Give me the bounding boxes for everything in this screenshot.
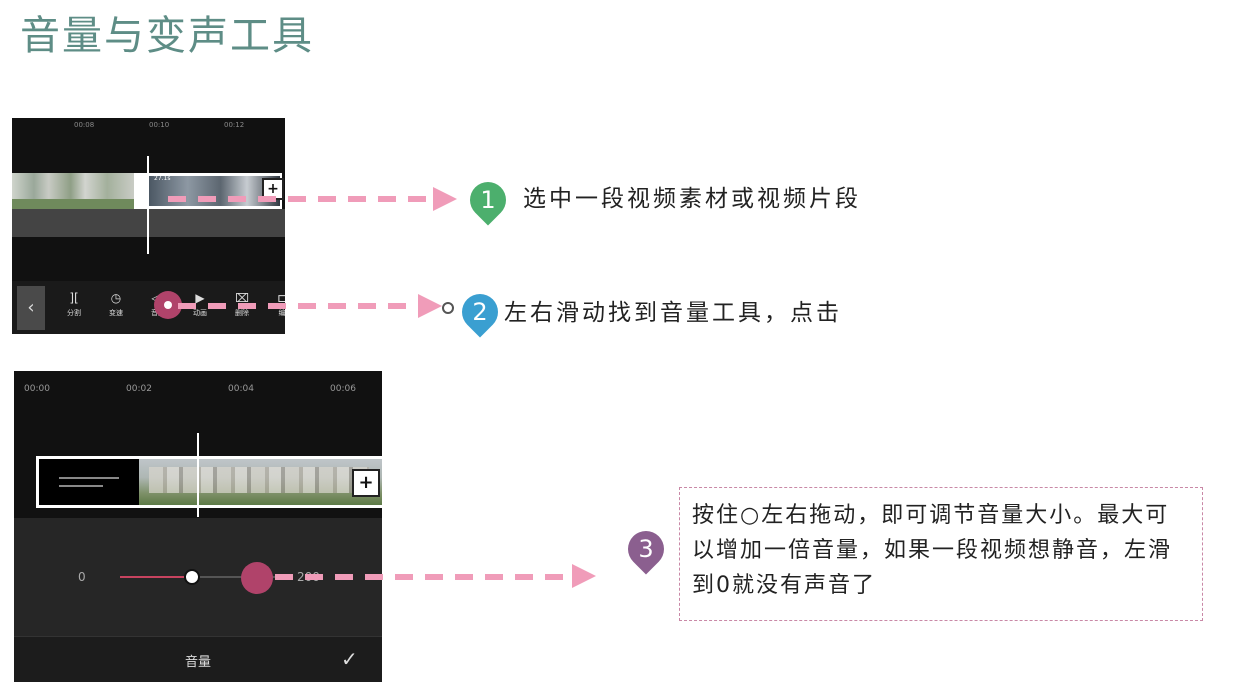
tool-label: 删除 (235, 309, 249, 317)
arrow-head-icon (418, 294, 442, 318)
page-title: 音量与变声工具 (20, 13, 314, 59)
ruler-tick: 00:04 (228, 384, 254, 394)
arrow-step3 (275, 574, 575, 580)
arrow-head-icon (433, 187, 457, 211)
step3-tip-box: 按住○左右拖动，即可调节音量大小。最大可以增加一倍音量，如果一段视频想静音，左滑… (679, 487, 1203, 621)
slider-min-label: 0 (78, 570, 86, 584)
confirm-check-icon[interactable]: ✓ (341, 647, 358, 671)
step1-number: 1 (480, 186, 496, 214)
tool-animation[interactable]: ▶ 动画 (185, 290, 215, 318)
title-card-thumbnail (39, 459, 139, 505)
arrow-head-icon (572, 564, 596, 588)
video-clip-thumbnails[interactable] (12, 173, 134, 209)
ruler-tick: 00:02 (126, 384, 152, 394)
ruler-tick: 00:10 (149, 121, 170, 129)
delete-icon: ⌧ (235, 291, 249, 305)
speed-icon: ◷ (110, 291, 122, 305)
volume-slider-fill (120, 576, 192, 578)
edit-icon: ⊏ (276, 291, 285, 305)
selected-video-clip[interactable]: 27.1s (134, 173, 282, 209)
arrow-step1 (168, 196, 438, 202)
small-circle-icon (442, 302, 454, 314)
tool-split[interactable]: ][ 分割 (59, 290, 89, 318)
arrow-step2 (178, 303, 422, 309)
time-ruler: 00:00 00:02 00:04 00:06 (14, 371, 382, 401)
back-button[interactable]: ‹ (17, 286, 45, 330)
ruler-tick: 00:08 (74, 121, 95, 129)
drag-indicator (241, 562, 273, 594)
ruler-tick: 00:06 (330, 384, 356, 394)
animation-icon: ▶ (195, 291, 205, 305)
clip-thumbnail (139, 459, 382, 505)
clip-duration-badge: 27.1s (154, 175, 171, 182)
step3-number: 3 (638, 535, 654, 563)
playhead[interactable] (147, 156, 149, 254)
tool-label: 变速 (109, 309, 123, 317)
ruler-tick: 00:00 (24, 384, 50, 394)
editor-screenshot-timeline: 00:08 00:10 00:12 27.1s + ‹ ][ 分割 ◷ 变速 ◁… (12, 118, 285, 334)
step2-number: 2 (472, 298, 488, 326)
step1-text: 选中一段视频素材或视频片段 (523, 186, 861, 212)
tool-edit[interactable]: ⊏ 编 (267, 290, 285, 318)
volume-slider-track[interactable] (120, 576, 290, 578)
selected-video-clip[interactable] (36, 456, 382, 508)
ruler-tick: 00:12 (224, 121, 245, 129)
split-icon: ][ (69, 291, 79, 305)
volume-slider-knob[interactable] (184, 569, 200, 585)
tool-label: 动画 (193, 309, 207, 317)
tool-label: 编 (278, 309, 286, 317)
tool-speed[interactable]: ◷ 变速 (101, 290, 131, 318)
add-clip-button[interactable]: + (352, 469, 380, 497)
tool-delete[interactable]: ⌧ 删除 (227, 290, 257, 318)
panel-footer (14, 636, 382, 682)
step2-text: 左右滑动找到音量工具，点击 (504, 300, 842, 326)
playhead[interactable] (197, 433, 199, 517)
panel-title: 音量 (184, 655, 211, 670)
tool-label: 分割 (67, 309, 81, 317)
time-ruler: 00:08 00:10 00:12 (12, 118, 285, 134)
tap-indicator (154, 291, 182, 319)
editor-screenshot-volume: 00:00 00:02 00:04 00:06 + 0 200 音量 ✓ (14, 371, 382, 682)
